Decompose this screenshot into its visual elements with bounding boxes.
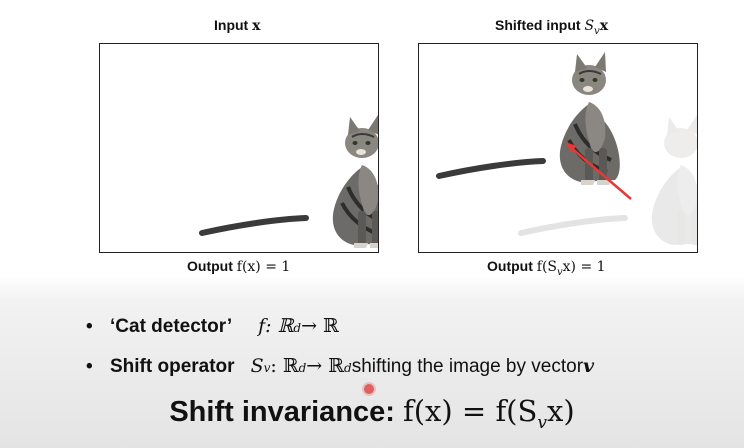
cat-image (199, 115, 378, 248)
bullet-2-sup: d (298, 361, 307, 375)
input-image-panel (99, 43, 379, 253)
bullet-2-math-tail: → ℝ (306, 355, 345, 377)
output-caption-left: Output f(x) = 1 (187, 258, 290, 275)
bullet-dot-1: • (86, 316, 93, 337)
shift-invariance-headline: Shift invariance: f(x) = f(Svx) (0, 394, 744, 433)
bullet-2-label: Shift operator (110, 356, 235, 377)
shifted-cat (436, 52, 620, 185)
caption-left-math: f(x) = 1 (236, 259, 291, 275)
caption-right-math: f(S (536, 259, 557, 275)
headline-math: f(x) = f(S (403, 394, 538, 428)
headline-sub: v (537, 412, 547, 433)
caption-right-tail: x) = 1 (562, 259, 606, 275)
shifted-title-text: Shifted input (495, 17, 585, 33)
pointer-dot (364, 384, 374, 394)
headline-tail: x) (546, 394, 575, 428)
shifted-input-title: Shifted input Svx (495, 17, 608, 37)
shifted-image-panel (418, 43, 698, 253)
shift-vector-arrow (568, 145, 632, 200)
shift-vector-arrowhead (565, 142, 577, 152)
bullet-1-math-tail: → ℝ (301, 315, 339, 337)
caption-right-sub: v (557, 266, 563, 278)
caption-right-prefix: Output (487, 258, 537, 274)
bullet-2-text: shifting the image by vector (351, 356, 584, 377)
bullet-2-sup2: d (344, 361, 352, 375)
original-cat-ghost (518, 115, 697, 245)
headline-label: Shift invariance: (169, 396, 403, 428)
input-title-var: x (252, 18, 261, 34)
caption-left-prefix: Output (187, 258, 237, 274)
input-title: Input x (214, 17, 260, 34)
shifted-cat-image (436, 52, 697, 245)
bullet-2-vector: v (583, 355, 595, 377)
shifted-title-var: x (599, 18, 609, 34)
bullet-dot-2: • (86, 356, 93, 377)
bullet-1-sup: d (293, 321, 302, 335)
shifted-title-operator: S (584, 18, 595, 34)
bullet-2-math: S (250, 355, 264, 377)
output-caption-right: Output f(Svx) = 1 (487, 258, 606, 278)
bullet-1-math: f: ℝ (258, 315, 294, 337)
input-title-text: Input (214, 17, 253, 33)
bullet-2-sub: v (263, 361, 271, 375)
shifted-title-sub: v (594, 25, 600, 37)
bullet-1-label: ‘Cat detector’ (110, 316, 233, 337)
bullet-2-math-mid: : ℝ (270, 355, 299, 377)
